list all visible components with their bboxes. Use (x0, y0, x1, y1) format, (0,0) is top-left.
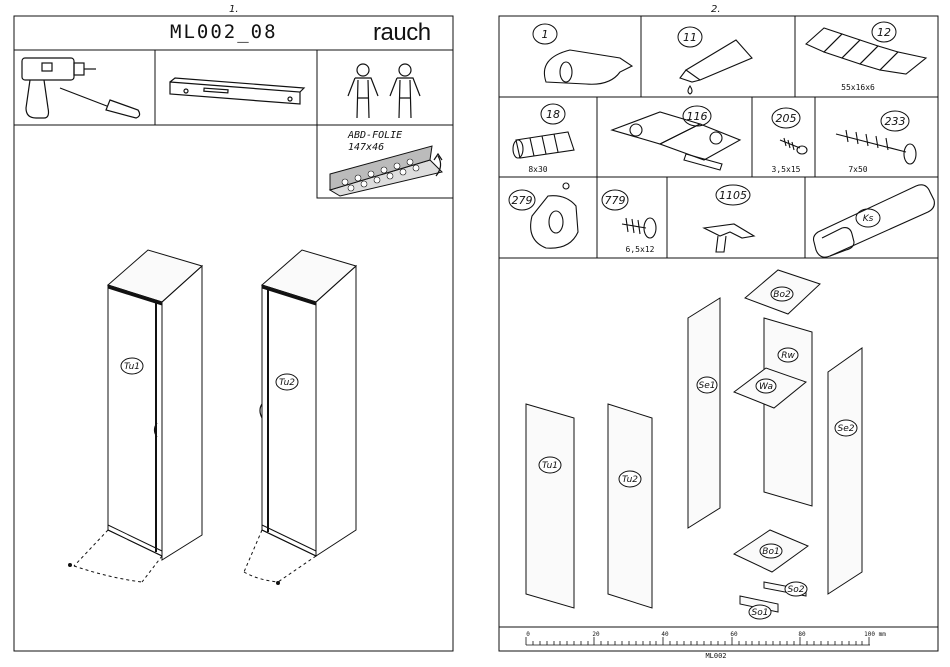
panel-tu1 (526, 404, 574, 608)
part-id-233: 233 (885, 115, 906, 128)
foil-label: ABD-FOLIE (348, 130, 402, 142)
wedges-icon (806, 28, 926, 74)
part-size-18: 8x30 (528, 165, 547, 174)
two-persons-icon (348, 64, 420, 118)
ruler-code: ML002 (705, 652, 726, 660)
screwdriver-icon (60, 88, 140, 118)
part-size-205: 3,5x15 (772, 165, 801, 174)
screw-233-icon (836, 130, 916, 164)
drill-icon (22, 58, 96, 118)
panel-label-tu1: Tu1 (542, 461, 558, 471)
cabinet-right (244, 250, 356, 585)
panel-label-so1: So1 (752, 608, 769, 618)
panel-se1 (688, 298, 720, 528)
door-label-tu1: Tu1 (124, 362, 140, 372)
foil-size: 147x46 (348, 142, 402, 154)
part-id-779: 779 (605, 194, 626, 207)
panel-label-se1: Se1 (699, 381, 716, 391)
part-id-ks: Ks (863, 214, 874, 224)
page1-frame (14, 16, 453, 651)
door-label-tu2: Tu2 (279, 378, 295, 388)
cabinet-left (69, 250, 203, 582)
ruler-tick-80: 80 (798, 631, 806, 638)
screw-205-icon (780, 138, 807, 154)
panel-label-wa: Wa (759, 382, 773, 392)
dowel-icon (513, 132, 574, 158)
shelf-clip-icon (704, 224, 754, 252)
panel-label-rw: Rw (781, 351, 795, 361)
ruler-tick-60: 60 (730, 631, 738, 638)
part-id-11: 11 (683, 31, 697, 44)
ruler-tick-0: 0 (526, 631, 530, 638)
part-id-205: 205 (776, 112, 797, 125)
part-id-279: 279 (512, 194, 533, 207)
ruler (526, 637, 870, 645)
panel-label-so2: So2 (788, 585, 805, 595)
panel-rw (764, 318, 812, 506)
part-id-18: 18 (546, 108, 560, 121)
hinge-icon (612, 112, 740, 170)
bolt-779-icon (622, 218, 656, 238)
ruler-tick-100: 100 mm (864, 631, 886, 638)
part-size-779: 6,5x12 (626, 245, 655, 254)
panel-se2 (828, 348, 862, 594)
panel-label-se2: Se2 (838, 424, 855, 434)
cam-fitting-icon (544, 50, 632, 84)
part-size-12: 55x16x6 (841, 83, 875, 92)
part-id-1105: 1105 (719, 189, 747, 202)
panel-tu2 (608, 404, 652, 608)
part-id-116: 116 (687, 110, 708, 123)
part-id-1: 1 (542, 28, 549, 41)
panel-label-tu2: Tu2 (622, 475, 638, 485)
panel-label-bo1: Bo1 (762, 547, 779, 557)
ruler-tick-20: 20 (592, 631, 600, 638)
foil-caption: ABD-FOLIE 147x46 (348, 130, 402, 154)
panel-label-bo2: Bo2 (773, 290, 791, 300)
cam-lock-icon (531, 183, 578, 248)
spirit-level-icon (170, 78, 304, 104)
part-id-12: 12 (877, 26, 891, 39)
part-size-233: 7x50 (848, 165, 867, 174)
brand-logo: rauch (373, 19, 431, 47)
model-number: ML002_08 (170, 21, 278, 43)
ruler-tick-40: 40 (661, 631, 669, 638)
